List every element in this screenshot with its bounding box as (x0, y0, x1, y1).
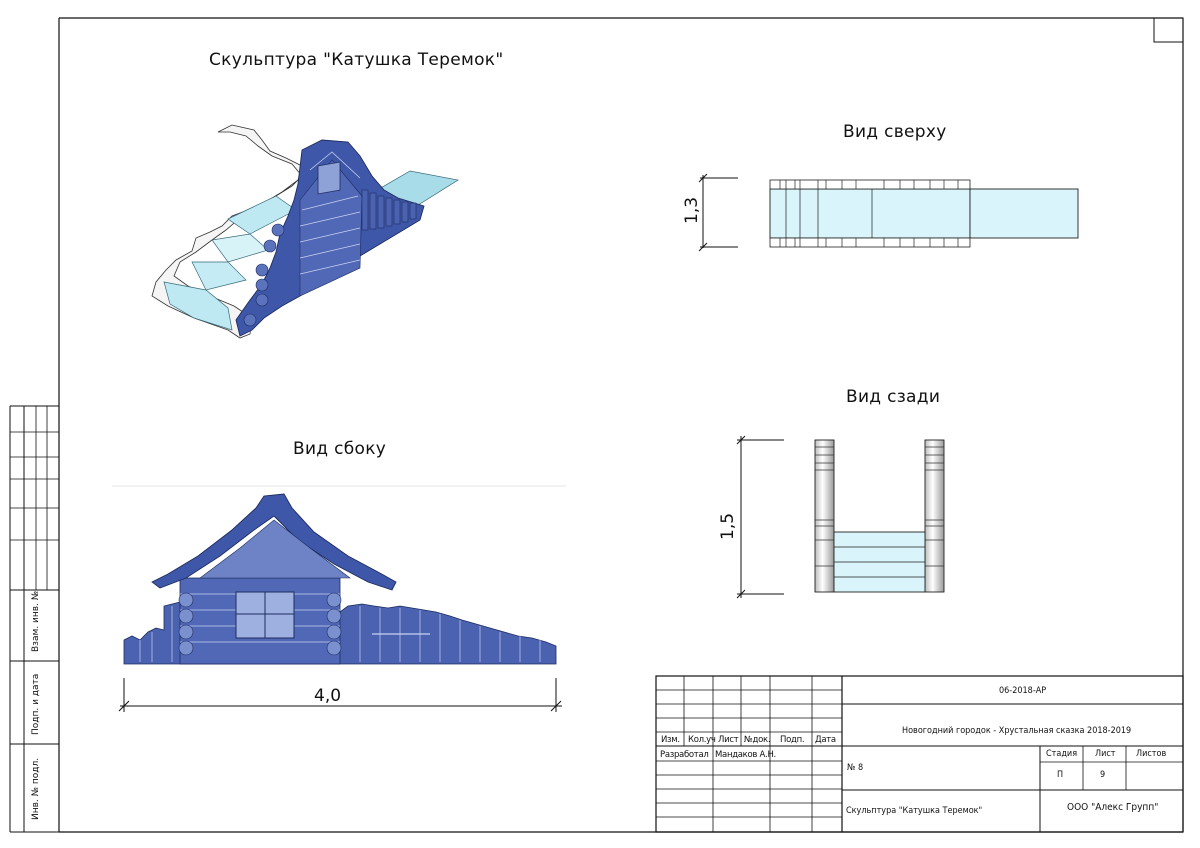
col-sign: Подп. (780, 735, 805, 745)
doc-code: 06-2018-АР (999, 686, 1047, 696)
sheet-value: 9 (1100, 770, 1106, 780)
view-top-title: Вид сверху (843, 122, 947, 142)
stage-label: Стадия (1046, 749, 1078, 759)
developer-label: Разработал (660, 750, 709, 760)
view-back-title: Вид сзади (846, 387, 941, 407)
main-title: Скульптура "Катушка Теремок" (209, 50, 504, 70)
view-side-title: Вид сбоку (293, 439, 387, 459)
developer-name: Мандаков А.Н. (715, 750, 776, 760)
sheet-label: Лист (1095, 749, 1116, 759)
item-name: Скульптура "Катушка Теремок" (846, 806, 983, 816)
col-kol-uch: Кол.уч (688, 735, 716, 745)
company-name: ООО "Алекс Групп" (1067, 802, 1159, 813)
col-doc: №док. (744, 735, 771, 745)
col-izm: Изм. (661, 735, 680, 745)
col-date: Дата (815, 735, 836, 745)
stage-value: П (1057, 770, 1064, 780)
number-label: № 8 (847, 763, 864, 773)
sheets-label: Листов (1136, 749, 1167, 759)
col-list: Лист (718, 735, 739, 745)
project-name: Новогодний городок - Хрустальная сказка … (902, 726, 1132, 736)
dim-side-length: 4,0 (314, 686, 342, 706)
